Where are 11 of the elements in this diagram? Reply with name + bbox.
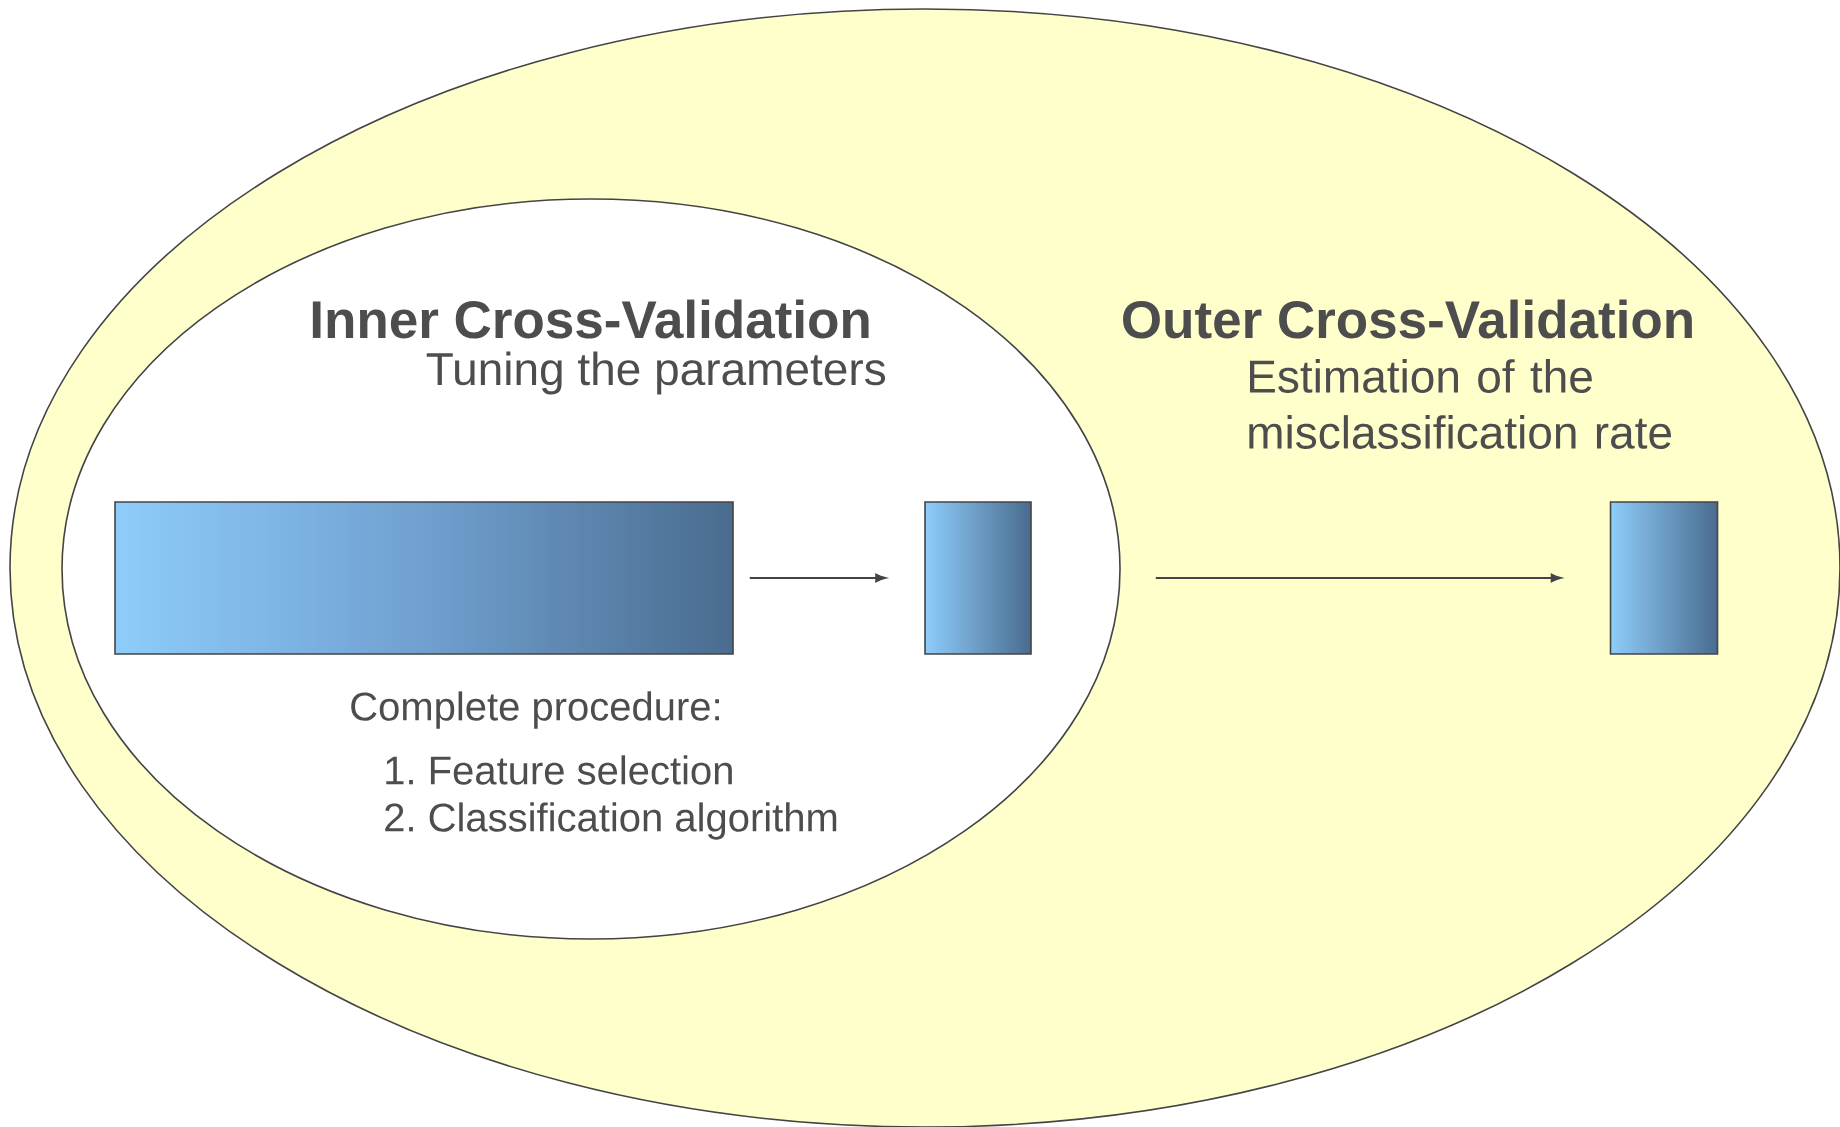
gradient-box xyxy=(1609,501,1719,655)
arrow xyxy=(1154,573,1562,583)
arrow xyxy=(748,573,887,583)
heading: Outer Cross-Validation xyxy=(1123,299,1692,339)
gradient-box xyxy=(924,501,1032,655)
procedure-text: Complete procedure: xyxy=(351,691,719,729)
heading: Inner Cross-Validation xyxy=(312,299,869,339)
subheading: Estimation of the misclassification rate xyxy=(1249,359,1671,449)
procedure-text: 1. Feature selection xyxy=(386,755,732,785)
subheading: Tuning the parameters xyxy=(426,351,886,395)
procedure-text: 2. Classification algorithm xyxy=(385,802,837,840)
